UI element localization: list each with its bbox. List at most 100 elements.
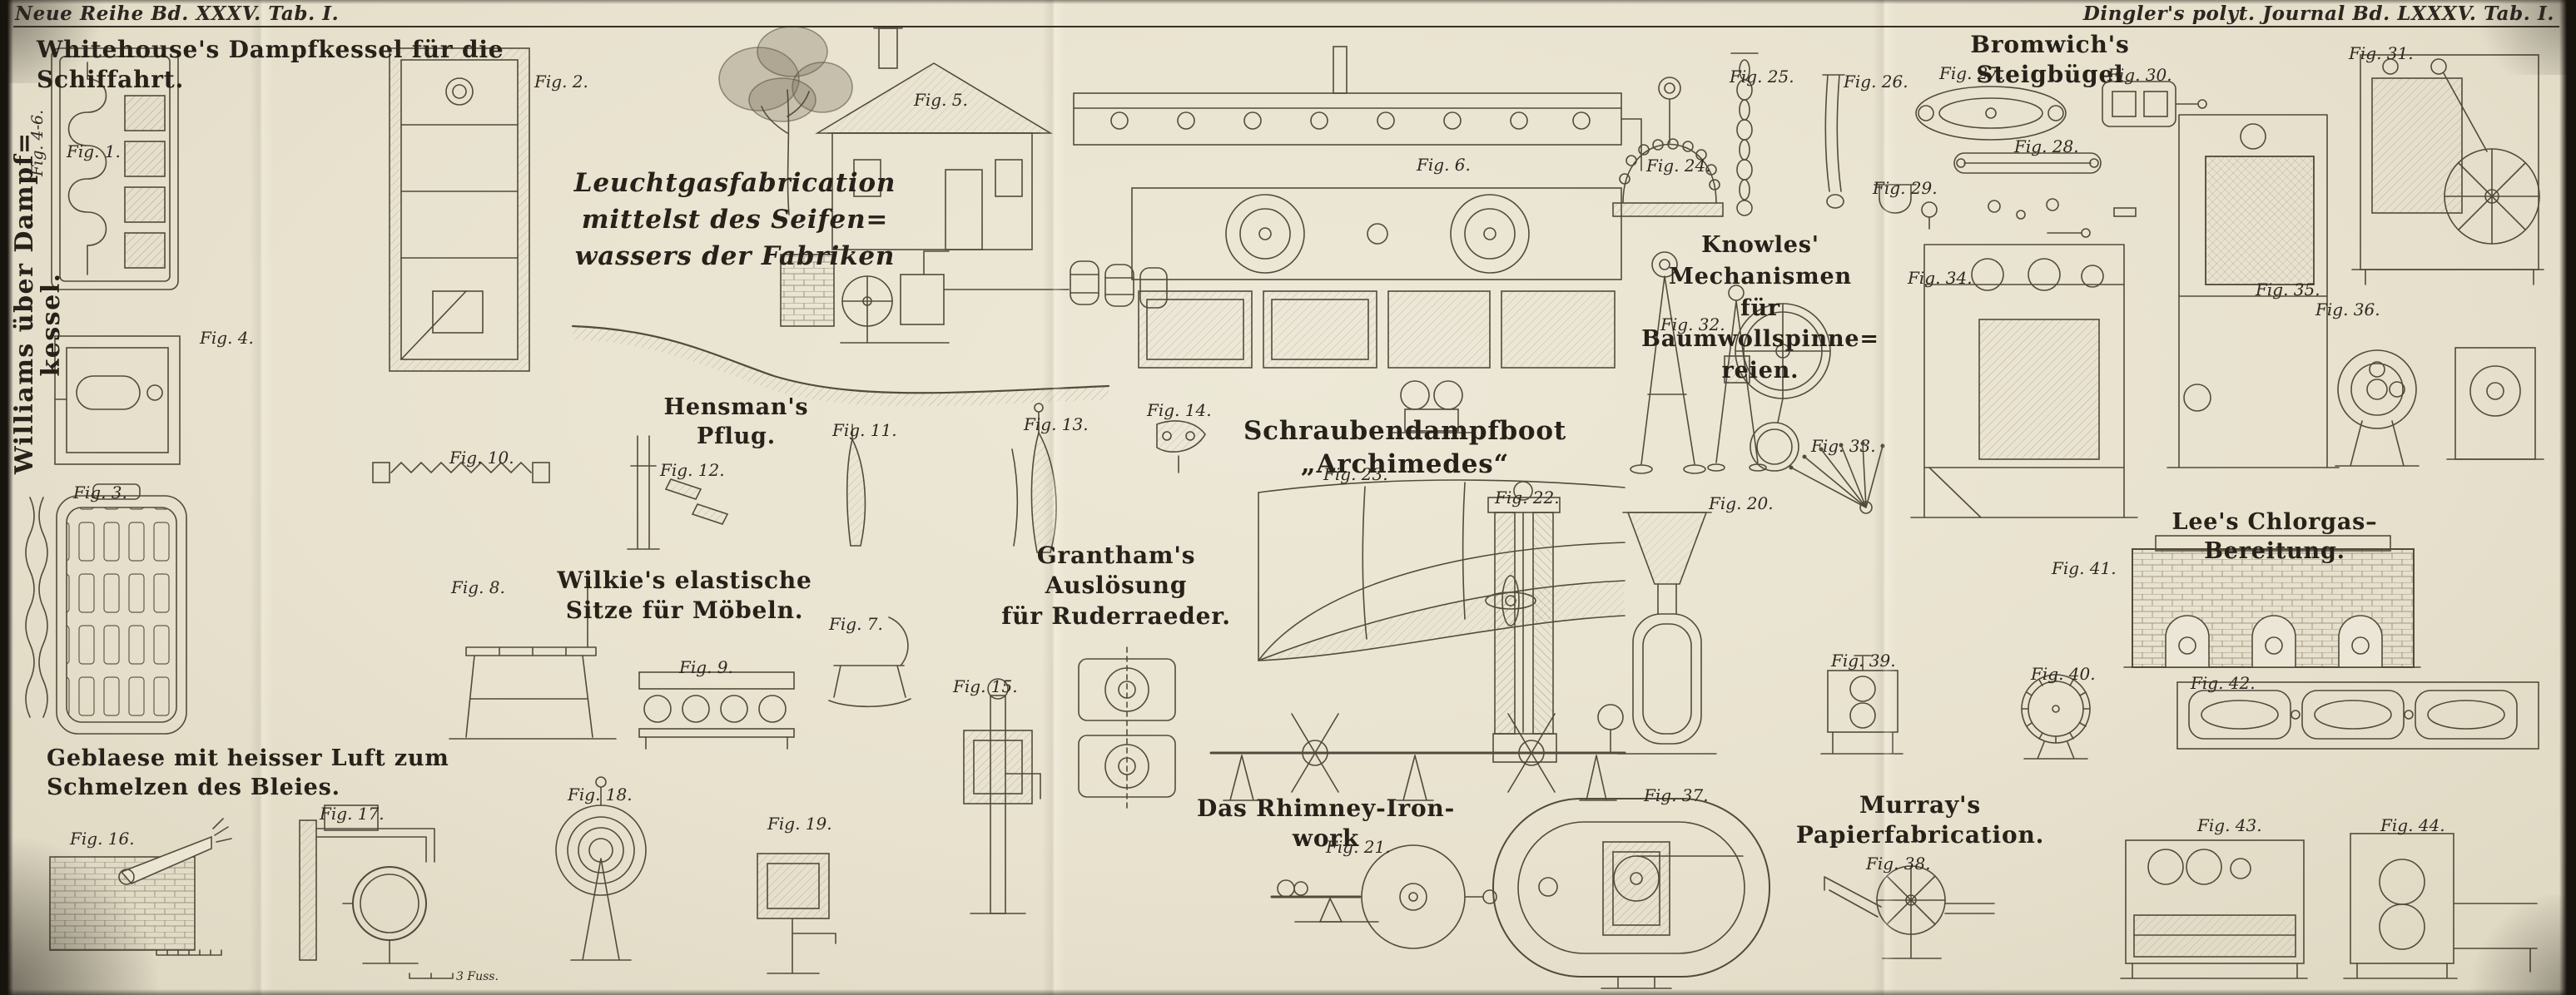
scan-edge-bottom	[0, 989, 2576, 995]
section-title-schraubendampfboot: Schraubendampfboot „Archimedes“	[1172, 414, 1638, 482]
fig-4-sketch	[54, 335, 181, 465]
fig-19-sketch	[757, 853, 836, 974]
figure-label-29: Fig. 29.	[1873, 178, 1938, 198]
section-title-line: Whitehouse's Dampfkessel für die Schiffa…	[37, 36, 504, 94]
figure-label-43: Fig. 43.	[2197, 815, 2262, 835]
fig-24-sketch	[1612, 77, 1724, 217]
figure-label-14: Fig. 14.	[1147, 400, 1212, 420]
figure-label-33: Fig. 33.	[1811, 436, 1876, 456]
fig-37-sketch	[1492, 798, 1770, 989]
section-title-murray: Murray's Papierfabrication.	[1761, 790, 2079, 851]
side-article-title-line1: Williams über Dampf=	[10, 131, 39, 474]
gas-engine-sketch	[780, 250, 1168, 344]
ground-slope-sketch	[571, 324, 1110, 407]
corner-shadow	[2451, 0, 2576, 75]
scan-edge-top	[0, 0, 2576, 4]
scale-note: 3 Fuss.	[456, 970, 499, 983]
figure-label-17: Fig. 17.	[320, 804, 385, 824]
header-journal: Dingler's polyt. Journal Bd. LXXXV. Tab.…	[2082, 2, 2554, 25]
section-title-line: Sitze für Möbeln.	[565, 597, 804, 625]
fig-30-sketch	[2102, 81, 2207, 127]
fig-17-sketch	[299, 804, 435, 964]
corner-shadow	[2459, 895, 2576, 995]
section-title-rhimney: Das Rhimney-Iron-work	[1192, 794, 1460, 854]
scan-edge-right	[2559, 0, 2576, 995]
figure-label-26: Fig. 26.	[1844, 72, 1908, 92]
figure-label-32: Fig. 32.	[1660, 314, 1725, 334]
section-title-line: Das Rhimney-Iron-work	[1197, 795, 1455, 853]
figure-label-44: Fig. 44.	[2380, 815, 2445, 835]
figure-label-20: Fig. 20.	[1709, 493, 1774, 513]
small-parts-sketch	[1988, 198, 2137, 238]
figure-label-24: Fig. 24.	[1646, 156, 1711, 176]
fig-34-sketch	[1735, 303, 1831, 472]
knowles-frame-sketch	[1910, 244, 2138, 518]
section-title-line: wassers der Fabriken	[574, 241, 896, 272]
fig-42-sketch	[2176, 681, 2539, 750]
corner-shadow	[0, 0, 125, 83]
fig-25-sketch	[1730, 52, 1759, 216]
figure-label-12: Fig. 12.	[660, 460, 725, 480]
knowles-frame2-sketch	[2167, 114, 2340, 468]
side-article-title: Williams über Dampf= kessel.	[10, 131, 67, 474]
fig-44-sketch	[2343, 833, 2538, 979]
section-title-line: für Baumwollspinne=	[1641, 295, 1879, 353]
section-title-line: Lee's Chlorgas–Bereitung.	[2171, 509, 2378, 565]
figure-label-41: Fig. 41.	[2052, 558, 2117, 578]
figure-label-15: Fig. 15.	[953, 676, 1018, 696]
section-title-line: mittelst des Seifen=	[581, 205, 889, 235]
figure-label-40: Fig. 40.	[2031, 664, 2096, 684]
figure-label-18: Fig. 18.	[568, 785, 633, 804]
section-title-geblaese: Geblaese mit heisser Luft zum Schmelzen …	[47, 744, 546, 802]
fig-23-ship-sketch	[1258, 479, 1626, 661]
figure-label-21: Fig. 21.	[1326, 837, 1391, 857]
paddle-shaft-sketch	[1209, 704, 1626, 801]
figure-label-16: Fig. 16.	[70, 829, 135, 849]
fig-31-sketch	[2351, 54, 2544, 285]
fig-3-sketch	[25, 483, 187, 735]
figure-label-9: Fig. 9.	[679, 657, 733, 677]
fig-22-sketch	[1487, 481, 1561, 763]
scan-edge-left	[0, 0, 13, 995]
fig-33-sketch	[1789, 441, 1885, 514]
corner-shadow	[0, 837, 158, 995]
fig-36-sketch	[2335, 347, 2544, 467]
fig-2-sketch	[389, 47, 530, 372]
wilkie-furniture-sketch	[372, 461, 911, 750]
fig-39-sketch	[1820, 655, 1903, 755]
section-title-line: Schraubendampfboot „Archimedes“	[1243, 416, 1567, 480]
section-title-line: Murray's Papierfabrication.	[1795, 791, 2045, 849]
fig-43-sketch	[2120, 839, 2308, 979]
figure-label-28: Fig. 28.	[2014, 136, 2079, 156]
section-title-lee: Lee's Chlorgas–Bereitung.	[2124, 507, 2425, 566]
figure-label-7: Fig. 7.	[829, 614, 883, 634]
figure-label-37: Fig. 37.	[1644, 785, 1709, 805]
grantham-gear-sketch	[1078, 646, 1176, 809]
section-title-whitehouse: Whitehouse's Dampfkessel für die Schiffa…	[37, 35, 519, 96]
section-title-line: reien.	[1721, 358, 1799, 384]
figure-label-8: Fig. 8.	[451, 577, 505, 597]
side-article-title-line2: kessel.	[37, 272, 67, 377]
fig-40-sketch	[2021, 674, 2091, 760]
tree-sketch	[718, 26, 853, 215]
fig-29-sketch	[1874, 184, 1938, 230]
figure-label-35: Fig. 35.	[2256, 280, 2320, 299]
fig-20-sketch	[1617, 512, 1717, 755]
header-rule	[13, 26, 2559, 27]
figure-label-31: Fig. 31.	[2349, 43, 2414, 63]
fig-21-sketch	[1270, 844, 1497, 949]
fig-15-sketch	[963, 678, 1041, 914]
fig-41-furnace-sketch	[2123, 535, 2421, 668]
section-title-line: für Ruderraeder.	[1001, 601, 1231, 630]
figure-label-19: Fig. 19.	[767, 814, 832, 834]
hensman-plow-sketch	[627, 403, 1206, 553]
section-title-line: Hensman's Pflug.	[663, 394, 809, 450]
figure-label-23: Fig. 23.	[1323, 464, 1388, 484]
figure-label-27: Fig. 27.	[1939, 63, 2004, 83]
figure-label-3: Fig. 3.	[73, 483, 127, 502]
section-title-line: Knowles' Mechanismen	[1669, 232, 1852, 290]
figure-label-22: Fig. 22.	[1495, 488, 1560, 507]
